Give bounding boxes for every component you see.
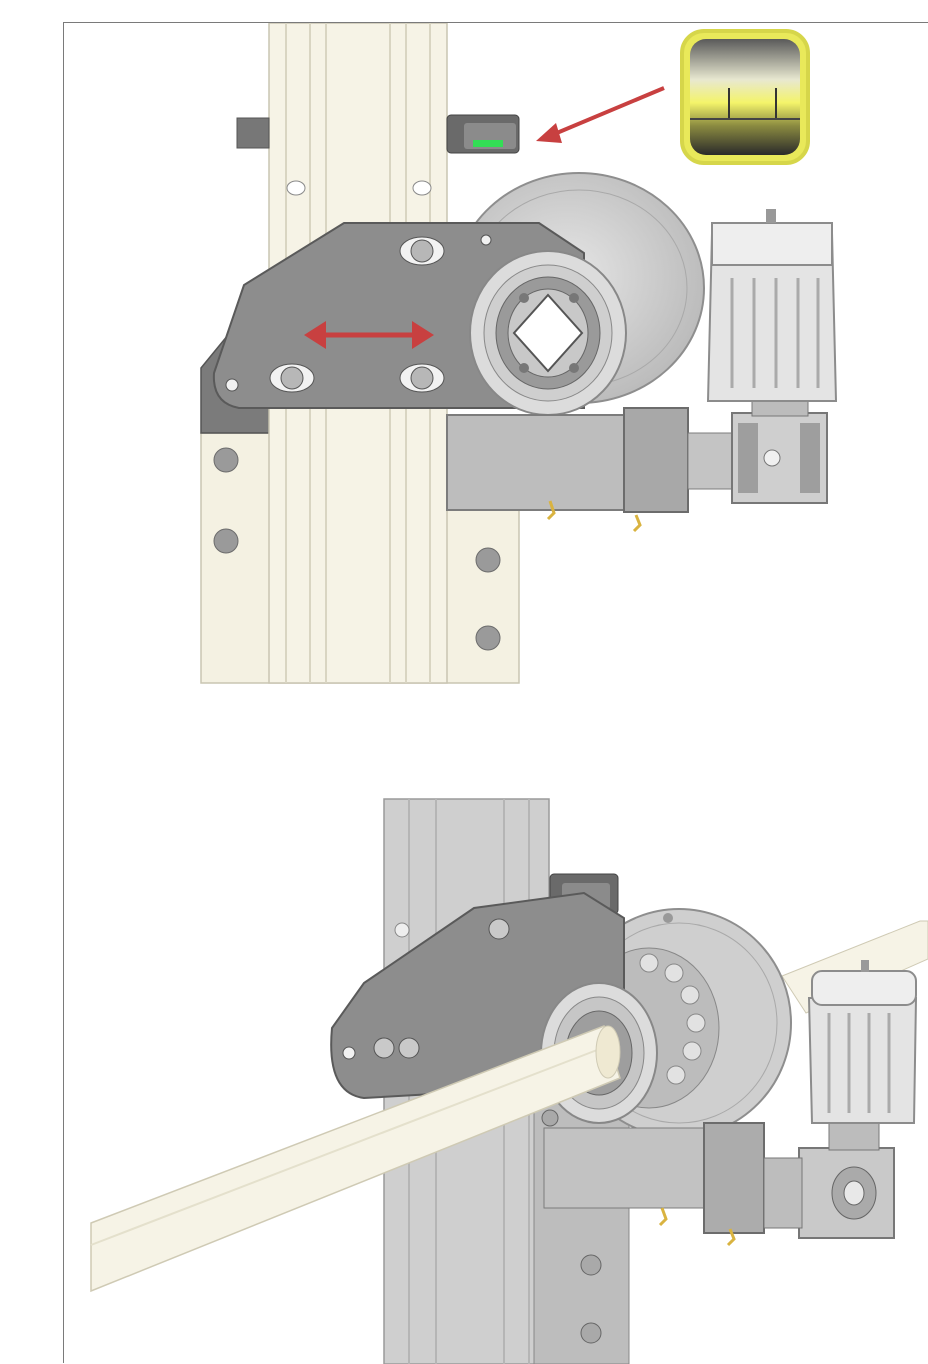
worm-drive-housing <box>446 407 737 533</box>
perspective-view-illustration <box>90 798 928 1364</box>
cross-shaft-front <box>90 1025 621 1293</box>
bracket-bolts-perspective <box>373 918 510 1059</box>
leveling-indicator-icon <box>446 114 520 154</box>
pointer-arrow-icon <box>536 86 665 143</box>
figure-frame <box>63 22 928 1364</box>
hub-with-square-bore <box>469 250 627 416</box>
plate-bolts <box>213 447 501 651</box>
front-view-illustration <box>200 23 838 684</box>
adjustment-double-arrow-icon <box>304 321 434 349</box>
electric-motor <box>706 209 838 417</box>
plate-bolts-perspective <box>541 1109 602 1344</box>
electric-motor-perspective <box>807 960 918 1151</box>
worm-drive-housing-perspective <box>543 1122 765 1247</box>
left-side-block <box>236 117 270 149</box>
gearbox <box>731 412 828 504</box>
spirit-level-icon <box>680 29 810 165</box>
bracket-bolts <box>269 236 445 393</box>
gearbox-perspective <box>763 1147 895 1239</box>
